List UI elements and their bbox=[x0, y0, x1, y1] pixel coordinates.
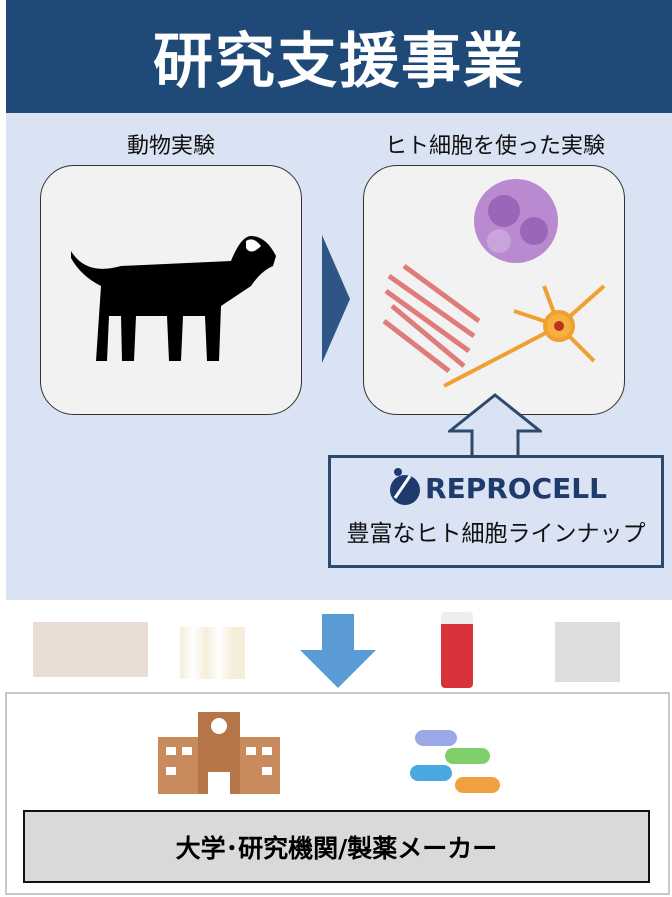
page-title: 研究支援事業 bbox=[6, 0, 672, 113]
cell-cluster-icon bbox=[474, 179, 558, 263]
target-users-label: 大学･研究機関/製薬メーカー bbox=[23, 810, 650, 883]
up-arrow-icon bbox=[448, 393, 542, 457]
brand-caption: 豊富なヒト細胞ラインナップ bbox=[346, 521, 646, 547]
media-bottle-photo bbox=[441, 612, 473, 688]
chevron-right-icon bbox=[322, 235, 350, 363]
reprocell-logo-mark bbox=[390, 468, 421, 505]
pills-icon bbox=[410, 730, 500, 793]
vials-photo bbox=[180, 627, 245, 679]
muscle-cell-icon bbox=[382, 263, 481, 373]
dog-icon bbox=[71, 236, 276, 361]
human-cell-experiment-label: ヒト細胞を使った実験 bbox=[384, 134, 605, 159]
animal-box bbox=[40, 165, 302, 415]
neuron-icon bbox=[443, 284, 606, 388]
animal-experiment-label: 動物実験 bbox=[126, 134, 215, 159]
reprocell-box: REPROCELL 豊富なヒト細胞ラインナップ bbox=[328, 455, 664, 568]
down-arrow-icon bbox=[300, 614, 376, 688]
destination-box bbox=[5, 692, 670, 895]
human-cell-box bbox=[363, 165, 625, 415]
university-building-icon bbox=[158, 712, 280, 794]
cell-storage-photo bbox=[33, 622, 148, 677]
reagent-kit-photo bbox=[515, 622, 625, 682]
brand-name: REPROCELL bbox=[425, 471, 607, 505]
reprocell-logo: REPROCELL bbox=[331, 468, 661, 508]
cells-illustration bbox=[382, 179, 606, 388]
